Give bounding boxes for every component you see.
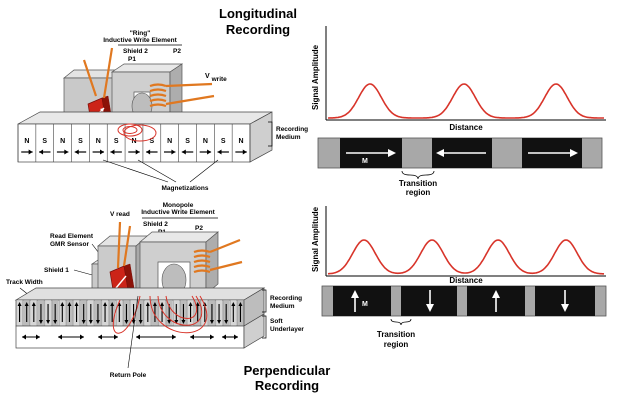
longitudinal-title-line1: Longitudinal [219, 6, 297, 21]
top-xlabel: Distance [449, 123, 483, 132]
bottom-bar-domain-2 [401, 286, 457, 316]
bottom-xlabel: Distance [449, 276, 483, 285]
track-width-label: Track Width [6, 279, 43, 286]
perp-p2-label: P2 [195, 225, 203, 232]
top-signal-wave [328, 83, 604, 119]
longitudinal-head-illustration: "Ring" Inductive Write Element Shield 2 … [17, 30, 308, 192]
top-ylabel: Signal Amplitude [311, 44, 320, 110]
monopole-label-line1: Monopole [163, 202, 194, 209]
shield1-label: Shield 1 [44, 267, 69, 274]
monopole-label-line2: Inductive Write Element [141, 209, 215, 216]
return-pole-label: Return Pole [110, 372, 147, 379]
v-read-label: V read [110, 211, 130, 218]
medium-pole-letter: N [24, 138, 29, 145]
signal-panel-bottom: Signal Amplitude Distance M Transition r… [311, 206, 607, 349]
medium-pole-letter: S [185, 138, 190, 145]
medium-pole-letter: N [239, 138, 244, 145]
medium-pole-letter: N [96, 138, 101, 145]
longitudinal-title-line2: Recording [226, 22, 290, 37]
bottom-transition-line1: Transition [377, 330, 415, 339]
underlayer-label-line1: Soft [270, 318, 283, 325]
bottom-bar-m-label: M [362, 301, 368, 308]
longitudinal-coil [82, 47, 215, 108]
longitudinal-medium-label-line2: Medium [276, 134, 301, 141]
perpendicular-title-line2: Recording [255, 378, 319, 393]
perp-shield2-label: Shield 2 [143, 221, 168, 228]
bottom-signal-wave [327, 239, 605, 275]
bottom-transition-line2: region [384, 340, 409, 349]
medium-pole-letter: S [114, 138, 119, 145]
perpendicular-coil [116, 221, 243, 274]
perpendicular-title-line1: Perpendicular [244, 363, 331, 378]
perp-medium-label-line1: Recording [270, 295, 302, 302]
medium-pole-letter: N [131, 138, 136, 145]
medium-pole-letter: S [42, 138, 47, 145]
longitudinal-field-lines [117, 123, 157, 142]
ring-label-line1: "Ring" [130, 30, 151, 37]
p1-label: P1 [128, 56, 136, 63]
medium-pole-letter: N [60, 138, 65, 145]
medium-pole-letter: N [203, 138, 208, 145]
perpendicular-head-illustration: V read Monopole Inductive Write Element … [6, 202, 304, 379]
read-element-label-line1: Read Element [50, 233, 94, 240]
ring-label-line2: Inductive Write Element [103, 37, 177, 44]
read-element-label-line2: GMR Sensor [50, 241, 89, 248]
underlayer-label-line2: Underlayer [270, 326, 304, 333]
bottom-bar-domain-1 [333, 286, 391, 316]
medium-pole-letter: S [221, 138, 226, 145]
medium-pole-letter: S [150, 138, 155, 145]
signal-panel-top: Signal Amplitude Distance M Transition r… [311, 26, 606, 197]
top-bar-m-label: M [362, 158, 368, 165]
bottom-ylabel: Signal Amplitude [311, 206, 320, 272]
top-transition-line1: Transition [399, 179, 437, 188]
top-transition-line2: region [406, 188, 431, 197]
shield2-label: Shield 2 [123, 48, 148, 55]
medium-pole-letter: N [167, 138, 172, 145]
perp-medium-label-line2: Medium [270, 303, 295, 310]
magnetizations-label: Magnetizations [162, 185, 209, 192]
medium-pole-letter: S [78, 138, 83, 145]
p2-label: P2 [173, 48, 181, 55]
v-write-label: V write [205, 73, 227, 83]
longitudinal-medium-label-line1: Recording [276, 126, 308, 133]
